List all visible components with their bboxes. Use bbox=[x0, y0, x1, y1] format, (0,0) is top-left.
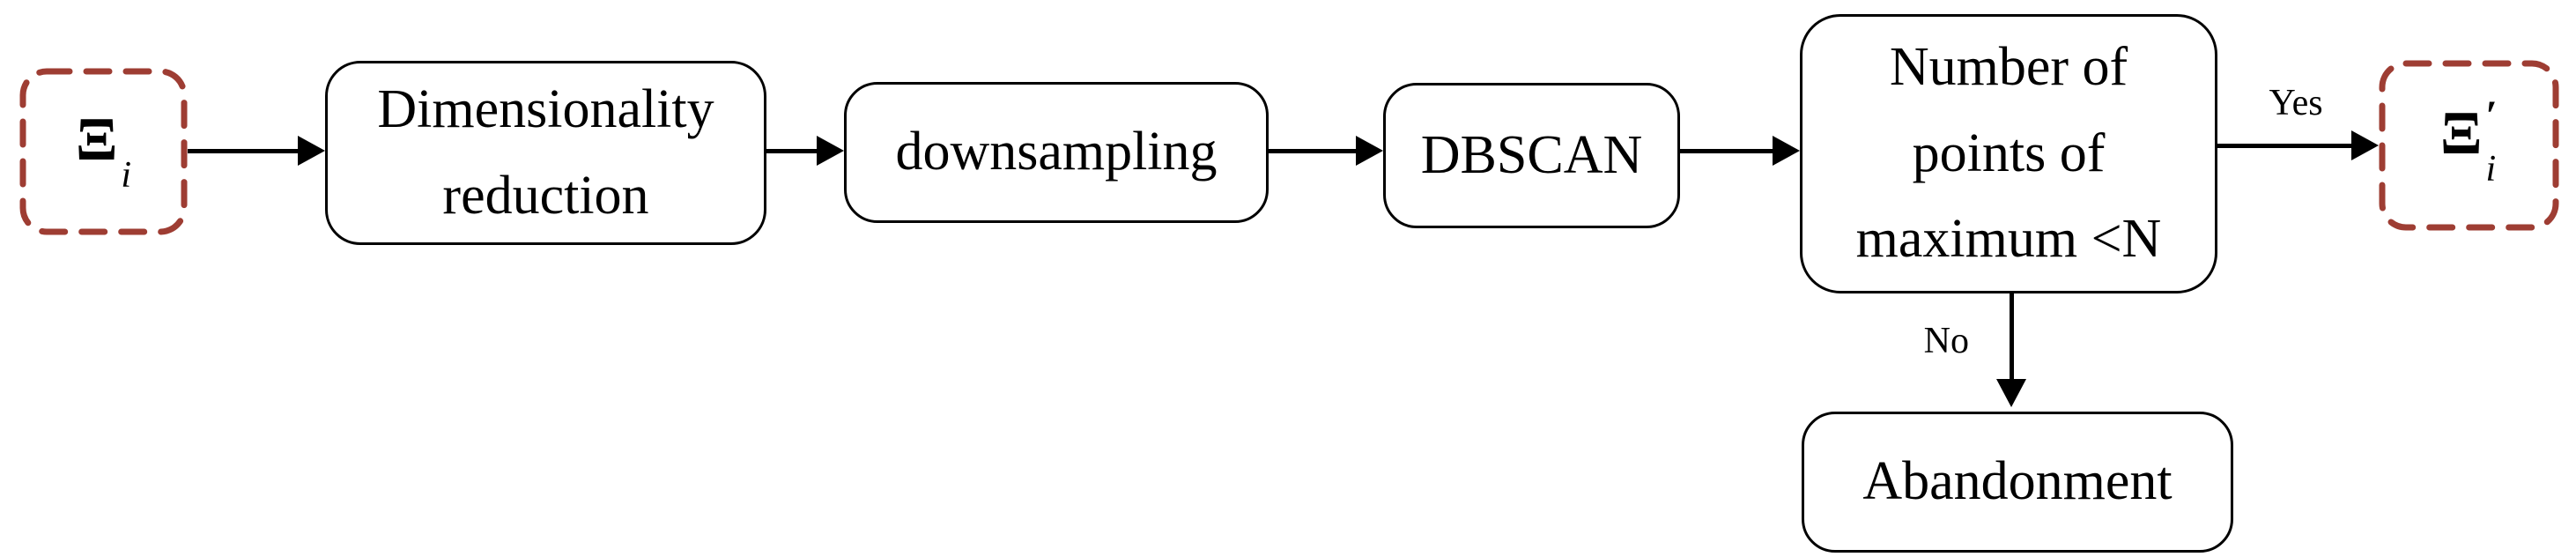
dashed-border-icon bbox=[2379, 60, 2559, 231]
arrowhead-right-icon bbox=[1773, 136, 1800, 166]
xi-symbol: Ξ bbox=[2440, 100, 2483, 167]
xi-subscript: i bbox=[121, 155, 132, 196]
prime-mark: ′ bbox=[2485, 93, 2498, 139]
arrow-downsampling-to-dbscan bbox=[1269, 149, 1357, 153]
decision-label: Number of points of maximum <N bbox=[1855, 36, 2162, 270]
arrowhead-right-icon bbox=[1356, 136, 1383, 166]
dimensionality-reduction-node: Dimensionality reduction bbox=[325, 61, 766, 245]
arrow-input-to-dimred bbox=[188, 149, 299, 153]
output-symbol: Ξ ′ i bbox=[2440, 93, 2498, 189]
downsampling-node: downsampling bbox=[844, 82, 1269, 223]
arrow-dbscan-to-decision bbox=[1680, 149, 1773, 153]
arrow-dimred-to-downsampling bbox=[766, 149, 818, 153]
dimensionality-reduction-label: Dimensionality reduction bbox=[377, 78, 714, 226]
dbscan-node: DBSCAN bbox=[1383, 83, 1680, 228]
arrowhead-down-icon bbox=[1996, 379, 2026, 407]
xi-symbol: Ξ bbox=[75, 106, 118, 174]
input-node: Ξ i bbox=[19, 68, 188, 235]
downsampling-label: downsampling bbox=[895, 122, 1218, 182]
decision-node: Number of points of maximum <N bbox=[1800, 14, 2217, 293]
arrow-decision-to-abandonment bbox=[2010, 293, 2014, 380]
abandonment-label: Abandonment bbox=[1862, 451, 2173, 512]
dashed-border-icon bbox=[19, 68, 188, 235]
xi-subscript: i bbox=[2485, 149, 2497, 189]
arrowhead-right-icon bbox=[2351, 130, 2379, 160]
abandonment-node: Abandonment bbox=[1802, 412, 2233, 553]
arrowhead-right-icon bbox=[817, 136, 844, 166]
yes-edge-label: Yes bbox=[2269, 83, 2323, 123]
arrow-decision-to-output bbox=[2217, 144, 2352, 148]
arrowhead-right-icon bbox=[298, 136, 325, 166]
no-edge-label: No bbox=[1923, 321, 1969, 361]
output-node: Ξ ′ i bbox=[2379, 60, 2559, 231]
dbscan-label: DBSCAN bbox=[1420, 124, 1643, 185]
input-symbol: Ξ i bbox=[75, 106, 132, 196]
